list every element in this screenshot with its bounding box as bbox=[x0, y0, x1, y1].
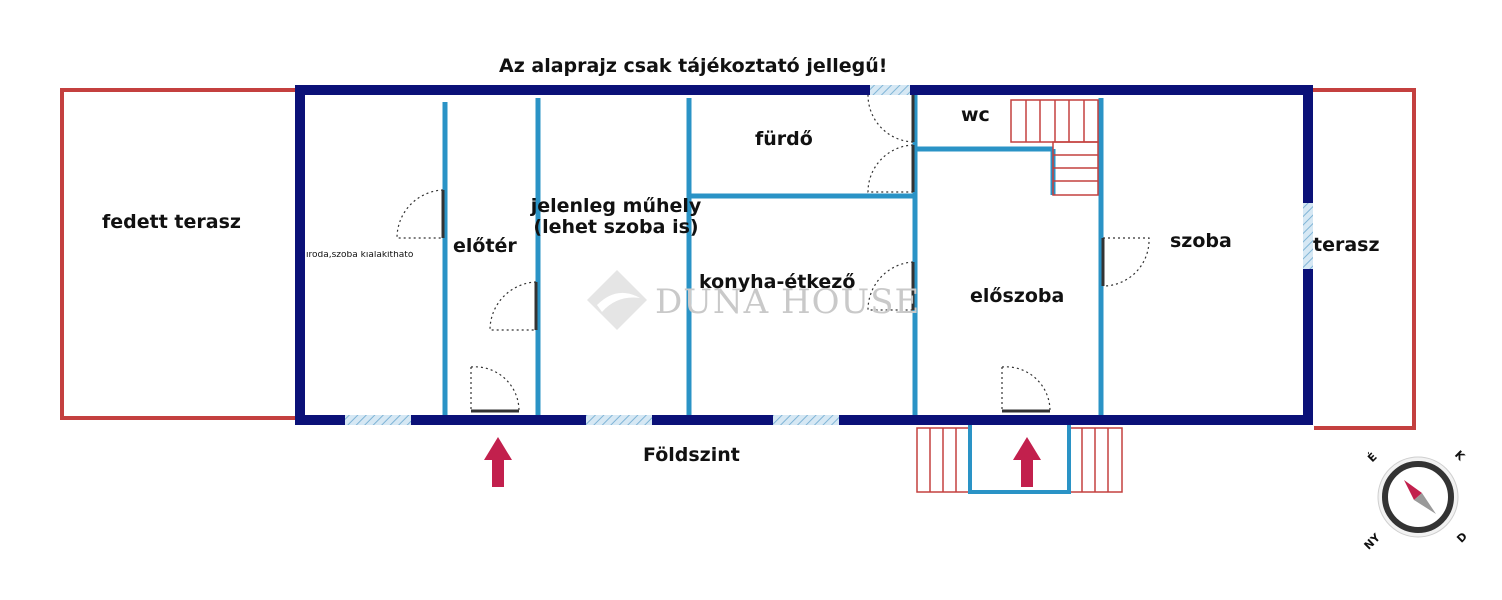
door bbox=[867, 144, 915, 193]
door bbox=[470, 366, 520, 413]
room-label-workshop: jelenleg műhely (lehet szoba is) bbox=[530, 195, 702, 238]
door bbox=[396, 189, 445, 239]
entrance-arrow bbox=[1013, 437, 1041, 487]
room-label-terrace: terasz bbox=[1313, 234, 1380, 256]
room-label-wc: wc bbox=[961, 104, 990, 126]
room-label-office: iroda,szoba kialakítható bbox=[306, 251, 414, 260]
door bbox=[489, 281, 538, 331]
window bbox=[586, 415, 652, 425]
compass-icon bbox=[1377, 456, 1459, 538]
terrace-outline bbox=[1308, 88, 1416, 430]
window bbox=[1303, 203, 1313, 269]
room-label-bathroom: fürdő bbox=[755, 128, 813, 150]
window bbox=[870, 85, 910, 95]
room-label-room: szoba bbox=[1170, 230, 1232, 252]
door bbox=[867, 261, 915, 311]
room-label-kitchen-dining: konyha-étkező bbox=[699, 271, 856, 293]
window bbox=[345, 415, 411, 425]
covered-terrace-outline bbox=[60, 88, 302, 420]
floor-label: Földszint bbox=[643, 444, 740, 466]
door bbox=[1001, 366, 1051, 413]
room-label-entrance-hall: előszoba bbox=[970, 285, 1065, 307]
entrance-arrow bbox=[484, 437, 512, 487]
staircase bbox=[1010, 99, 1099, 196]
door bbox=[867, 94, 915, 143]
room-label-covered-terrace: fedett terasz bbox=[102, 211, 241, 233]
door bbox=[1101, 237, 1150, 287]
entrance-landing bbox=[968, 425, 1071, 494]
plan-notice: Az alaprajz csak tájékoztató jellegű! bbox=[499, 55, 888, 77]
window bbox=[773, 415, 839, 425]
watermark-text: DUNA HOUSE bbox=[655, 282, 921, 322]
room-label-hallway: előtér bbox=[453, 235, 517, 257]
duna-house-logo-icon bbox=[587, 270, 647, 330]
